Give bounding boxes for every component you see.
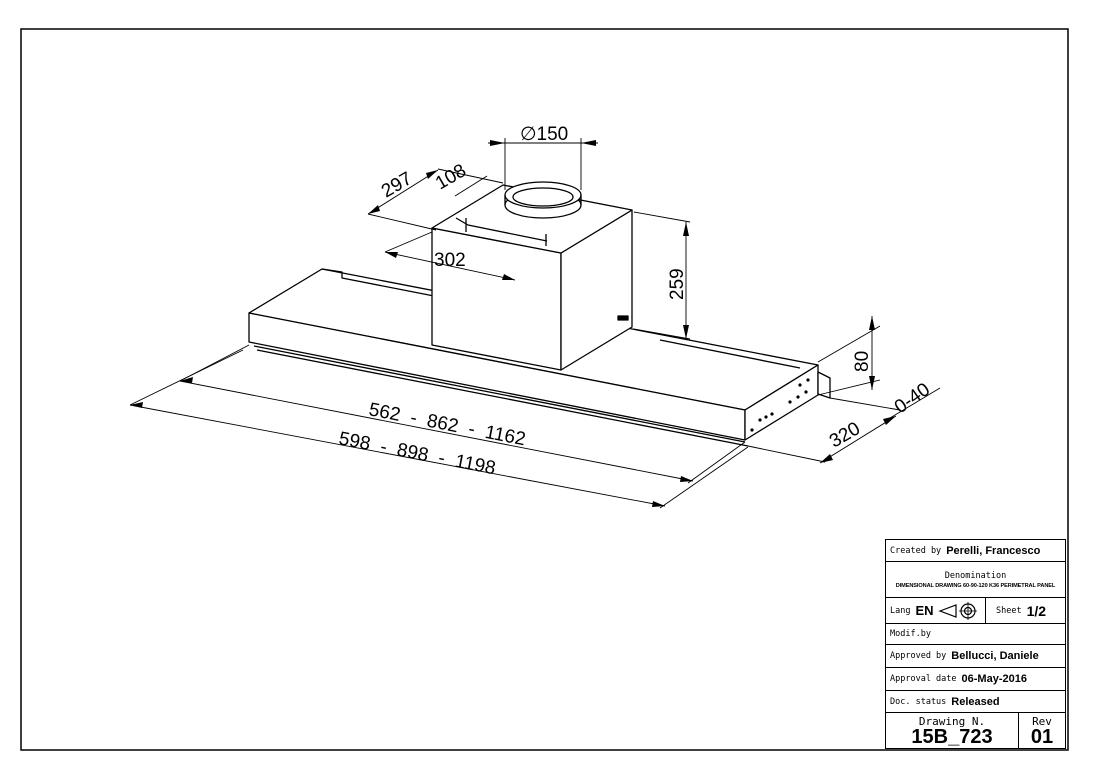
drawing-border [20,28,1069,751]
lang-value: EN [915,603,934,618]
created-by-label: Created by [890,545,942,556]
dimension-lines [129,138,941,509]
dim-108: 108 [432,160,470,194]
doc-status-row: Doc. status Released [886,691,1065,713]
sheet-value: 1/2 [1026,602,1047,619]
approved-by-value: Bellucci, Daniele [951,650,1039,662]
hood-body [248,181,831,447]
dim-259: 259 [667,268,688,300]
created-by-value: Perelli, Francesco [946,544,1041,557]
approved-by-row: Approved by Bellucci, Daniele [886,645,1065,668]
denomination-value: DIMENSIONAL DRAWING 60-90-120 K36 PERIME… [895,582,1056,589]
dim-320: 320 [826,418,864,452]
approval-date-row: Approval date 06-May-2016 [886,668,1065,691]
doc-status-value: Released [951,695,1000,708]
modif-by-row: Modif.by [886,624,1065,645]
approval-date-value: 06-May-2016 [961,673,1027,685]
projection-symbol-icon [937,601,977,620]
drawing-number-label: Drawing N. [918,714,986,728]
dimension-arrows [130,140,896,507]
rev-label: Rev [1032,714,1052,728]
doc-status-label: Doc. status [890,696,947,707]
approval-date-label: Approval date [890,674,957,684]
title-block: Created by Perelli, Francesco Denominati… [885,539,1066,749]
dim-297: 297 [378,168,416,202]
rev-value: 01 [1030,725,1054,748]
dim-302: 302 [434,250,466,271]
dim-0-40: 0-40 [891,379,934,418]
lang-sheet-row: Lang EN Sheet 1/2 [886,598,1065,624]
dim-80: 80 [852,351,873,372]
created-by-row: Created by Perelli, Francesco [886,540,1065,562]
modif-by-label: Modif.by [890,629,931,639]
lang-label: Lang [890,605,911,616]
sheet-label: Sheet [996,605,1022,616]
drawing-number-value: 15B_723 [911,725,993,748]
denomination-label: Denomination [944,570,1007,581]
denomination-row: Denomination DIMENSIONAL DRAWING 60-90-1… [886,562,1065,598]
approved-by-label: Approved by [890,651,947,661]
dim-duct-diameter: ∅150 [520,124,568,145]
drawing-number-row: Drawing N. 15B_723 Rev 01 [886,713,1065,749]
